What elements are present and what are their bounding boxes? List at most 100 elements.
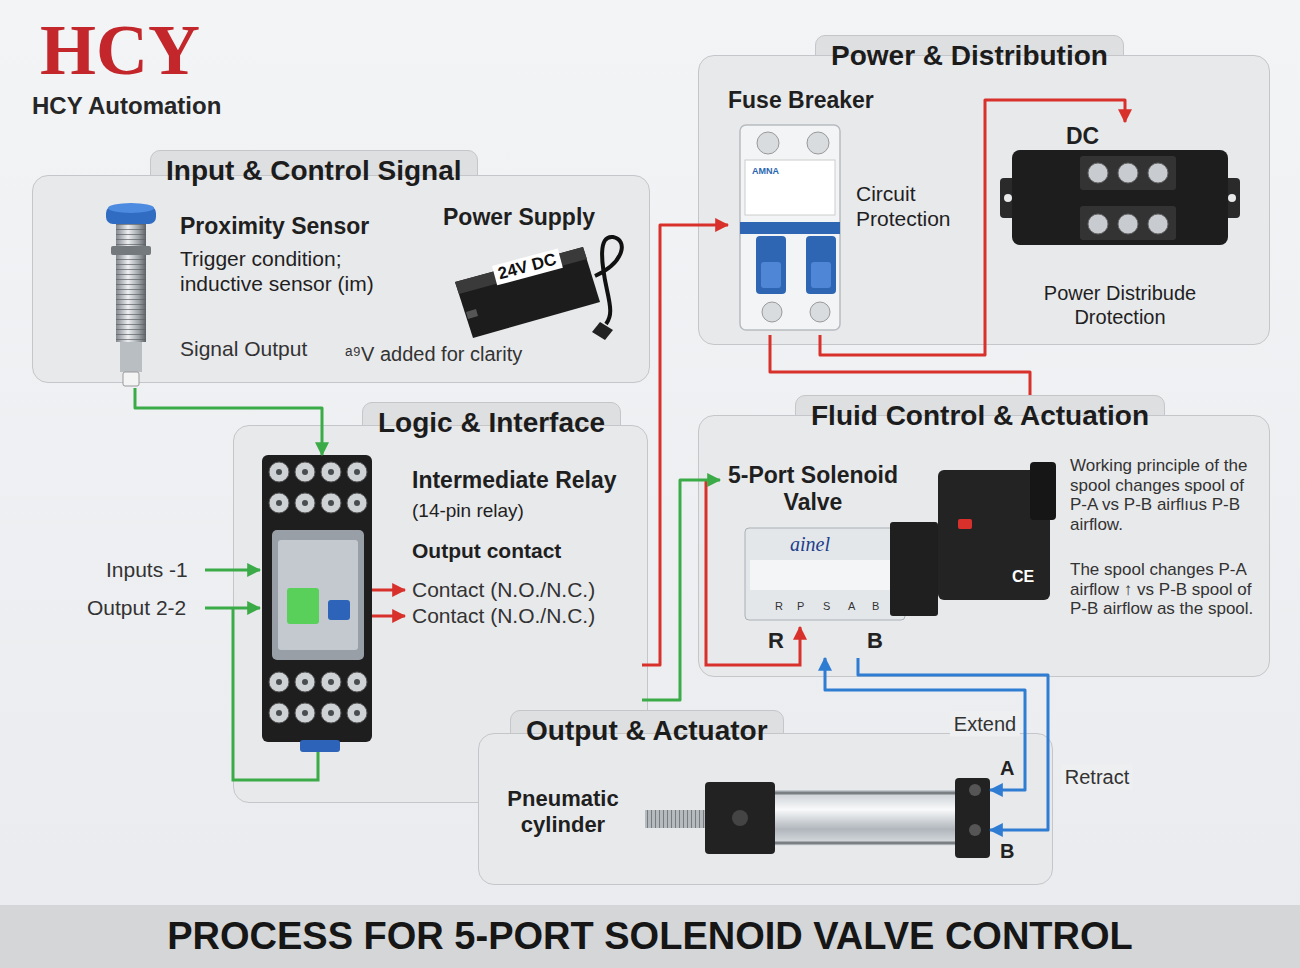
pneumatic-cylinder-illustration — [705, 782, 775, 854]
relay-illustration — [276, 710, 282, 716]
proximity-sensor-illustration — [116, 220, 146, 342]
relay-illustration — [276, 500, 282, 506]
relay-illustration — [276, 679, 282, 685]
relay-illustration — [347, 462, 367, 482]
terminal-block-illustration — [1012, 150, 1228, 245]
relay-illustration — [354, 469, 360, 475]
certification-mark: CE — [1012, 568, 1034, 586]
terminal-block-illustration — [1088, 163, 1108, 183]
node-heading: Intermediate Relay — [412, 467, 617, 494]
connector — [642, 225, 728, 665]
pneumatic-cylinder-illustration — [775, 790, 955, 846]
relay-illustration — [321, 462, 341, 482]
caption-title: PROCESS FOR 5-PORT SOLENOID VALVE CONTRO… — [0, 905, 1300, 968]
fuse-breaker-illustration — [811, 262, 831, 288]
contact-wire — [372, 615, 405, 618]
port-letter: B — [867, 628, 883, 653]
fuse-breaker-illustration — [762, 302, 782, 322]
proximity-sensor-illustration — [120, 342, 142, 372]
power-adapter-illustration — [455, 247, 600, 338]
cylinder-node: Pneumatic cylinder — [495, 762, 990, 862]
panel-heading: Power & Distribution — [815, 35, 1124, 77]
edge-label: Extend — [950, 712, 1020, 737]
port-letter: B — [872, 600, 879, 613]
fuse-breaker-illustration — [740, 125, 840, 330]
node-heading: Power Supply — [443, 204, 595, 231]
fuse-breaker-illustration — [745, 160, 835, 215]
brand-marking: AMNA — [752, 166, 779, 176]
contact-label: Contact (N.O./N.C.) — [412, 604, 595, 628]
relay-illustration — [272, 530, 364, 660]
pneumatic-cylinder-illustration — [645, 810, 707, 828]
fuse-breaker-illustration — [761, 262, 781, 288]
relay-illustration — [302, 710, 308, 716]
relay-illustration — [302, 679, 308, 685]
connector — [858, 658, 1048, 830]
terminal-block-illustration — [1000, 150, 1240, 245]
note-text: The spool changes P-A airflow ↑ vs P-B s… — [1070, 560, 1262, 619]
relay-illustration — [354, 710, 360, 716]
fuse-breaker-illustration — [810, 302, 830, 322]
relay-illustration — [354, 500, 360, 506]
solenoid-valve-illustration — [745, 528, 905, 620]
relay-illustration — [262, 455, 372, 752]
pneumatic-cylinder-illustration — [775, 792, 955, 795]
logo-mark: HCY — [40, 14, 200, 86]
terminal-block-illustration — [1088, 163, 1168, 234]
contact-wire — [372, 480, 800, 665]
power-adapter-illustration — [455, 247, 587, 294]
solenoid-valve-illustration — [1030, 462, 1056, 520]
terminal-block-illustration — [1088, 214, 1108, 234]
port-letter: A — [848, 600, 855, 613]
relay-illustration — [269, 672, 289, 692]
connector — [770, 335, 1030, 395]
node-heading: DC — [1066, 123, 1099, 150]
relay-illustration — [321, 672, 341, 692]
solenoid-valve-illustration — [890, 522, 938, 616]
pneumatic-cylinder-illustration — [775, 842, 955, 845]
power-adapter-illustration — [592, 322, 613, 340]
relay-illustration — [354, 679, 360, 685]
relay-illustration — [328, 500, 334, 506]
fuse-breaker-illustration — [807, 132, 829, 154]
node-body: Trigger condition; inductive sensor (im) — [180, 247, 410, 297]
solenoid-valve-illustration — [750, 560, 890, 590]
signal-label: Output 2-2 — [87, 596, 186, 620]
relay-illustration — [328, 679, 334, 685]
connector — [642, 480, 720, 700]
note-text: Working principle of the spool changes s… — [1070, 456, 1262, 534]
signal-wire — [233, 608, 318, 780]
terminal-block-illustration — [1228, 194, 1236, 202]
relay-illustration — [302, 500, 308, 506]
pneumatic-cylinder-illustration — [969, 824, 981, 836]
terminal-block-illustration — [1118, 214, 1138, 234]
relay-illustration — [328, 469, 334, 475]
note-text: ᵃ⁹V added for clarity — [345, 343, 522, 366]
panel-heading: Input & Control Signal — [150, 150, 478, 192]
pneumatic-cylinder-illustration — [732, 810, 748, 826]
relay-illustration — [300, 740, 340, 752]
port-letter: R — [768, 628, 784, 653]
edge-label: Retract — [1061, 765, 1133, 790]
port-letter: R — [775, 600, 783, 613]
relay-illustration — [295, 672, 315, 692]
relay-illustration — [295, 462, 315, 482]
node-heading: Pneumatic cylinder — [498, 786, 628, 838]
terminal-block-illustration — [1148, 163, 1168, 183]
title-banner: PROCESS FOR 5-PORT SOLENOID VALVE CONTRO… — [0, 905, 1300, 968]
relay-illustration — [278, 540, 358, 650]
port-letter: A — [1000, 757, 1014, 780]
node-heading: Proximity Sensor — [180, 213, 369, 240]
contact-wire — [372, 589, 405, 592]
panel-heading: Fluid Control & Actuation — [795, 395, 1165, 437]
panel-heading: Output & Actuator — [510, 710, 784, 752]
signal-wire — [205, 569, 260, 572]
node-body: Power Distribude Drotection — [1000, 282, 1240, 329]
pneumatic-cylinder-illustration — [969, 784, 981, 796]
relay-illustration — [295, 703, 315, 723]
relay-illustration — [287, 588, 319, 624]
terminal-block-illustration — [1080, 206, 1176, 240]
fuse-breaker-illustration — [806, 236, 836, 294]
